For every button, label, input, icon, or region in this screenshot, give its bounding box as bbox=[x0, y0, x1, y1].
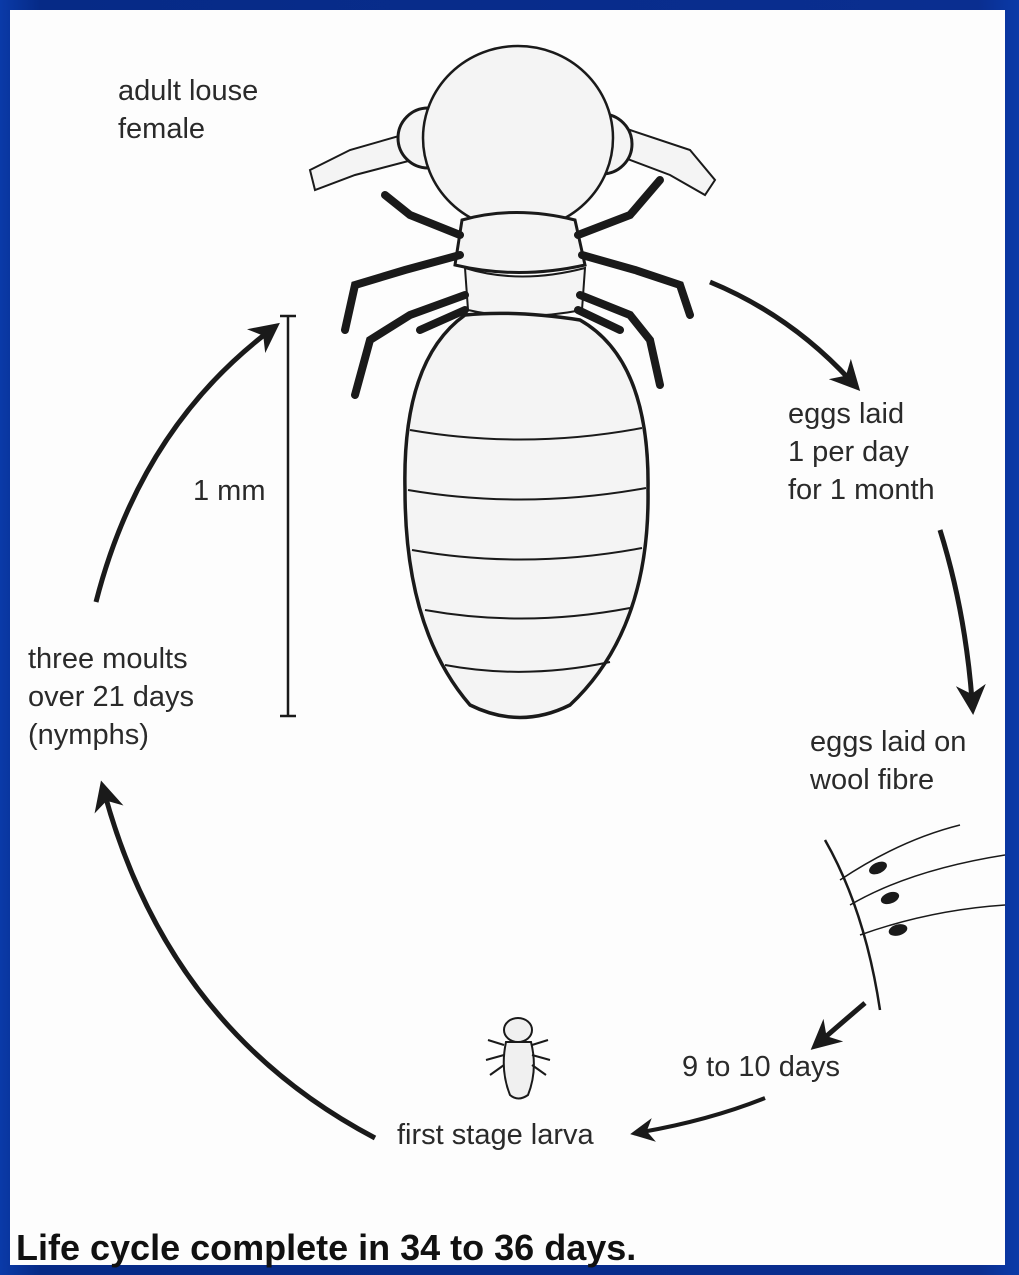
arrow-hatch-to-larva bbox=[642, 1098, 765, 1132]
arrow-adult-to-eggs bbox=[710, 282, 850, 380]
nine-to-ten-days-label: 9 to 10 days bbox=[682, 1048, 840, 1086]
life-cycle-drawing bbox=[10, 10, 1005, 1265]
adult-louse-illustration bbox=[310, 46, 715, 718]
diagram-page: adult louse female eggs laid 1 per day f… bbox=[10, 10, 1005, 1265]
three-moults-label: three moults over 21 days (nymphs) bbox=[28, 640, 194, 754]
first-stage-larva-label: first stage larva bbox=[397, 1116, 594, 1154]
scale-label: 1 mm bbox=[193, 472, 266, 510]
arrow-larva-to-moults bbox=[105, 795, 375, 1138]
arrow-eggs-to-wool bbox=[940, 530, 972, 700]
eggs-on-wool-label: eggs laid on wool fibre bbox=[810, 723, 966, 799]
eggs-laid-label: eggs laid 1 per day for 1 month bbox=[788, 395, 935, 509]
scale-bar bbox=[280, 316, 296, 716]
wool-fibre-illustration bbox=[825, 825, 1005, 1010]
caption: Life cycle complete in 34 to 36 days. bbox=[16, 1227, 636, 1269]
adult-louse-label: adult louse female bbox=[118, 72, 258, 148]
arrow-moults-to-adult bbox=[96, 332, 268, 602]
arrow-wool-to-hatch bbox=[822, 1003, 865, 1040]
first-stage-larva-illustration bbox=[486, 1018, 550, 1099]
